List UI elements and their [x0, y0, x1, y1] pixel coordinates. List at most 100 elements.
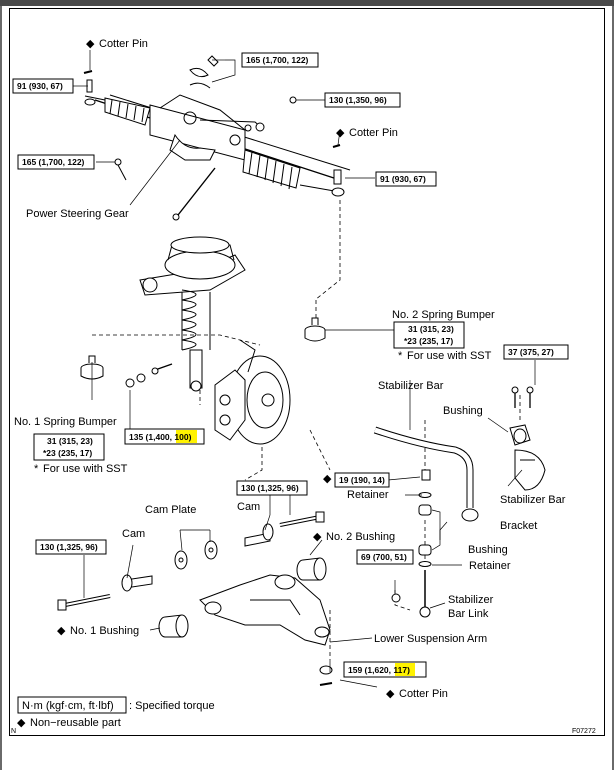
left-tie-rod-end-icon [84, 79, 106, 106]
torque-19: 19 (190, 14) [339, 475, 385, 485]
part-labels: ◆ Cotter Pin ◆ Cotter Pin Power Steering… [14, 38, 566, 700]
cam-left-label: Cam [122, 528, 145, 540]
steering-knuckle-assembly [125, 236, 291, 445]
cam-left-icon [121, 574, 153, 592]
cam-plate-left-icon [174, 550, 188, 570]
arm-bushings-cams [57, 511, 327, 638]
sst-note-right-asterisk: * [398, 350, 403, 362]
torque-box-130-left [35, 539, 107, 555]
no2-bushing-icon [296, 557, 327, 581]
torque-135-highlight [176, 430, 197, 443]
sst-note-right: For use with SST [407, 350, 492, 362]
nut-icon [421, 469, 431, 481]
stabilizer-bracket-icon [514, 449, 546, 491]
legend: N·m (kgf·cm, ft·lbf) : Specified torque … [17, 696, 215, 729]
torque-box-91-right [375, 171, 437, 187]
stabilizer-link-parts [391, 469, 432, 618]
cotter-pin-right-diamond: ◆ [336, 127, 345, 139]
torque-69: 69 (700, 51) [361, 552, 407, 562]
torque-165-top: 165 (1,700, 122) [246, 55, 309, 65]
no1-bushing-label: No. 1 Bushing [70, 625, 139, 637]
left-mount-bolt-icon [117, 164, 127, 181]
cotter-pin-top-diamond: ◆ [86, 38, 95, 50]
left-cotter-pin-icon [83, 70, 93, 74]
torque-159-highlight [395, 663, 415, 676]
right-arm-bolt-icon [279, 511, 325, 527]
lower-link-bushing-icon [418, 544, 432, 556]
torque-37: 37 (375, 27) [508, 347, 554, 357]
upper-link-bushing-icon [418, 504, 432, 516]
torque-box-165-top [241, 52, 319, 68]
corner-left-letter: N [11, 728, 16, 735]
legend-specified-torque: : Specified torque [129, 700, 215, 712]
torque-159: 159 (1,620, 117) [348, 665, 410, 675]
right-tie-rod-end-icon [299, 169, 345, 197]
torque-130-1350: 130 (1,350, 96) [329, 95, 387, 105]
cotter-pin-bottom-diamond: ◆ [386, 688, 395, 700]
stabilizer-bushing-icon [509, 424, 531, 446]
lower-cotter-pin-icon [319, 682, 333, 686]
legend-unit-box [17, 696, 127, 714]
no2-bushing-diamond: ◆ [313, 531, 322, 543]
retainer-bottom-label: Retainer [469, 560, 511, 572]
bushing-link-label: Bushing [468, 544, 508, 556]
no2-spring-bumper-label: No. 2 Spring Bumper [392, 309, 495, 321]
cotter-pin-right-label: Cotter Pin [349, 127, 398, 139]
torque-31-right-a: 31 (315, 23) [408, 324, 454, 334]
brake-caliper-icon [214, 369, 246, 441]
legend-diamond: ◆ [17, 717, 26, 729]
stabilizer-bar-link-label-1: Stabilizer [448, 594, 494, 606]
torque-31-right-b: *23 (235, 17) [404, 336, 453, 346]
torque-box-69 [356, 549, 414, 565]
diagram-frame [9, 8, 605, 736]
cam-plate-label: Cam Plate [145, 504, 196, 516]
stabilizer-bar-drawing [373, 386, 546, 522]
power-steering-gear-drawing [83, 55, 351, 221]
torque-130-left: 130 (1,325, 96) [40, 542, 98, 552]
torque-135: 135 (1,400, 100) [129, 432, 192, 442]
bushing-right-label: Bushing [443, 405, 483, 417]
lower-retainer-icon [418, 561, 432, 567]
assembly-dashed-lines [92, 200, 521, 660]
torque-box-165-left [17, 154, 95, 170]
sst-note-left-asterisk: * [34, 463, 39, 475]
torque-31-left-a: 31 (315, 23) [47, 436, 93, 446]
no1-spring-bumper-label: No. 1 Spring Bumper [14, 416, 117, 428]
torque-box-130-cam [236, 480, 308, 496]
top-border-bar [0, 0, 614, 6]
torque-box-31-right [393, 321, 465, 349]
stabilizer-bar-label: Stabilizer Bar [378, 380, 444, 392]
coil-spring-icon [181, 289, 211, 351]
no1-bushing-icon [158, 614, 189, 638]
left-arm-bolt-icon [57, 594, 111, 611]
torque-box-19 [334, 472, 390, 488]
right-cotter-pin-icon [332, 144, 341, 148]
lower-mount-bolt-icon [177, 167, 216, 216]
cam-right-label: Cam [237, 501, 260, 513]
legend-non-reusable: Non−reusable part [30, 717, 121, 729]
legend-unit-text: N·m (kgf·cm, ft·lbf) [22, 700, 114, 712]
cam-right-icon [244, 523, 274, 547]
lower-suspension-arm-drawing [199, 574, 333, 686]
torque-130-cam: 130 (1,325, 96) [241, 483, 299, 493]
lower-suspension-arm-label: Lower Suspension Arm [374, 633, 487, 645]
steering-gear-bracket-icon [189, 55, 297, 104]
torque-91-top: 91 (930, 67) [17, 81, 63, 91]
right-border-edge [612, 6, 614, 770]
sst-note-left: For use with SST [43, 463, 128, 475]
retainer-top-label: Retainer [347, 489, 389, 501]
torque-box-130-1350 [324, 92, 401, 108]
cotter-pin-top-label: Cotter Pin [99, 38, 148, 50]
torque-box-37 [503, 344, 569, 360]
torque-19-diamond: ◆ [323, 473, 332, 485]
brake-disc-icon [229, 355, 291, 445]
torque-91-right: 91 (930, 67) [380, 174, 426, 184]
figure-id: F07272 [572, 728, 596, 735]
leader-lines [72, 50, 536, 688]
no2-bushing-label: No. 2 Bushing [326, 531, 395, 543]
cotter-pin-bottom-label: Cotter Pin [399, 688, 448, 700]
stabilizer-bar-bracket-label-1: Stabilizer Bar [500, 494, 566, 506]
no2-spring-bumper-icon [304, 317, 326, 342]
